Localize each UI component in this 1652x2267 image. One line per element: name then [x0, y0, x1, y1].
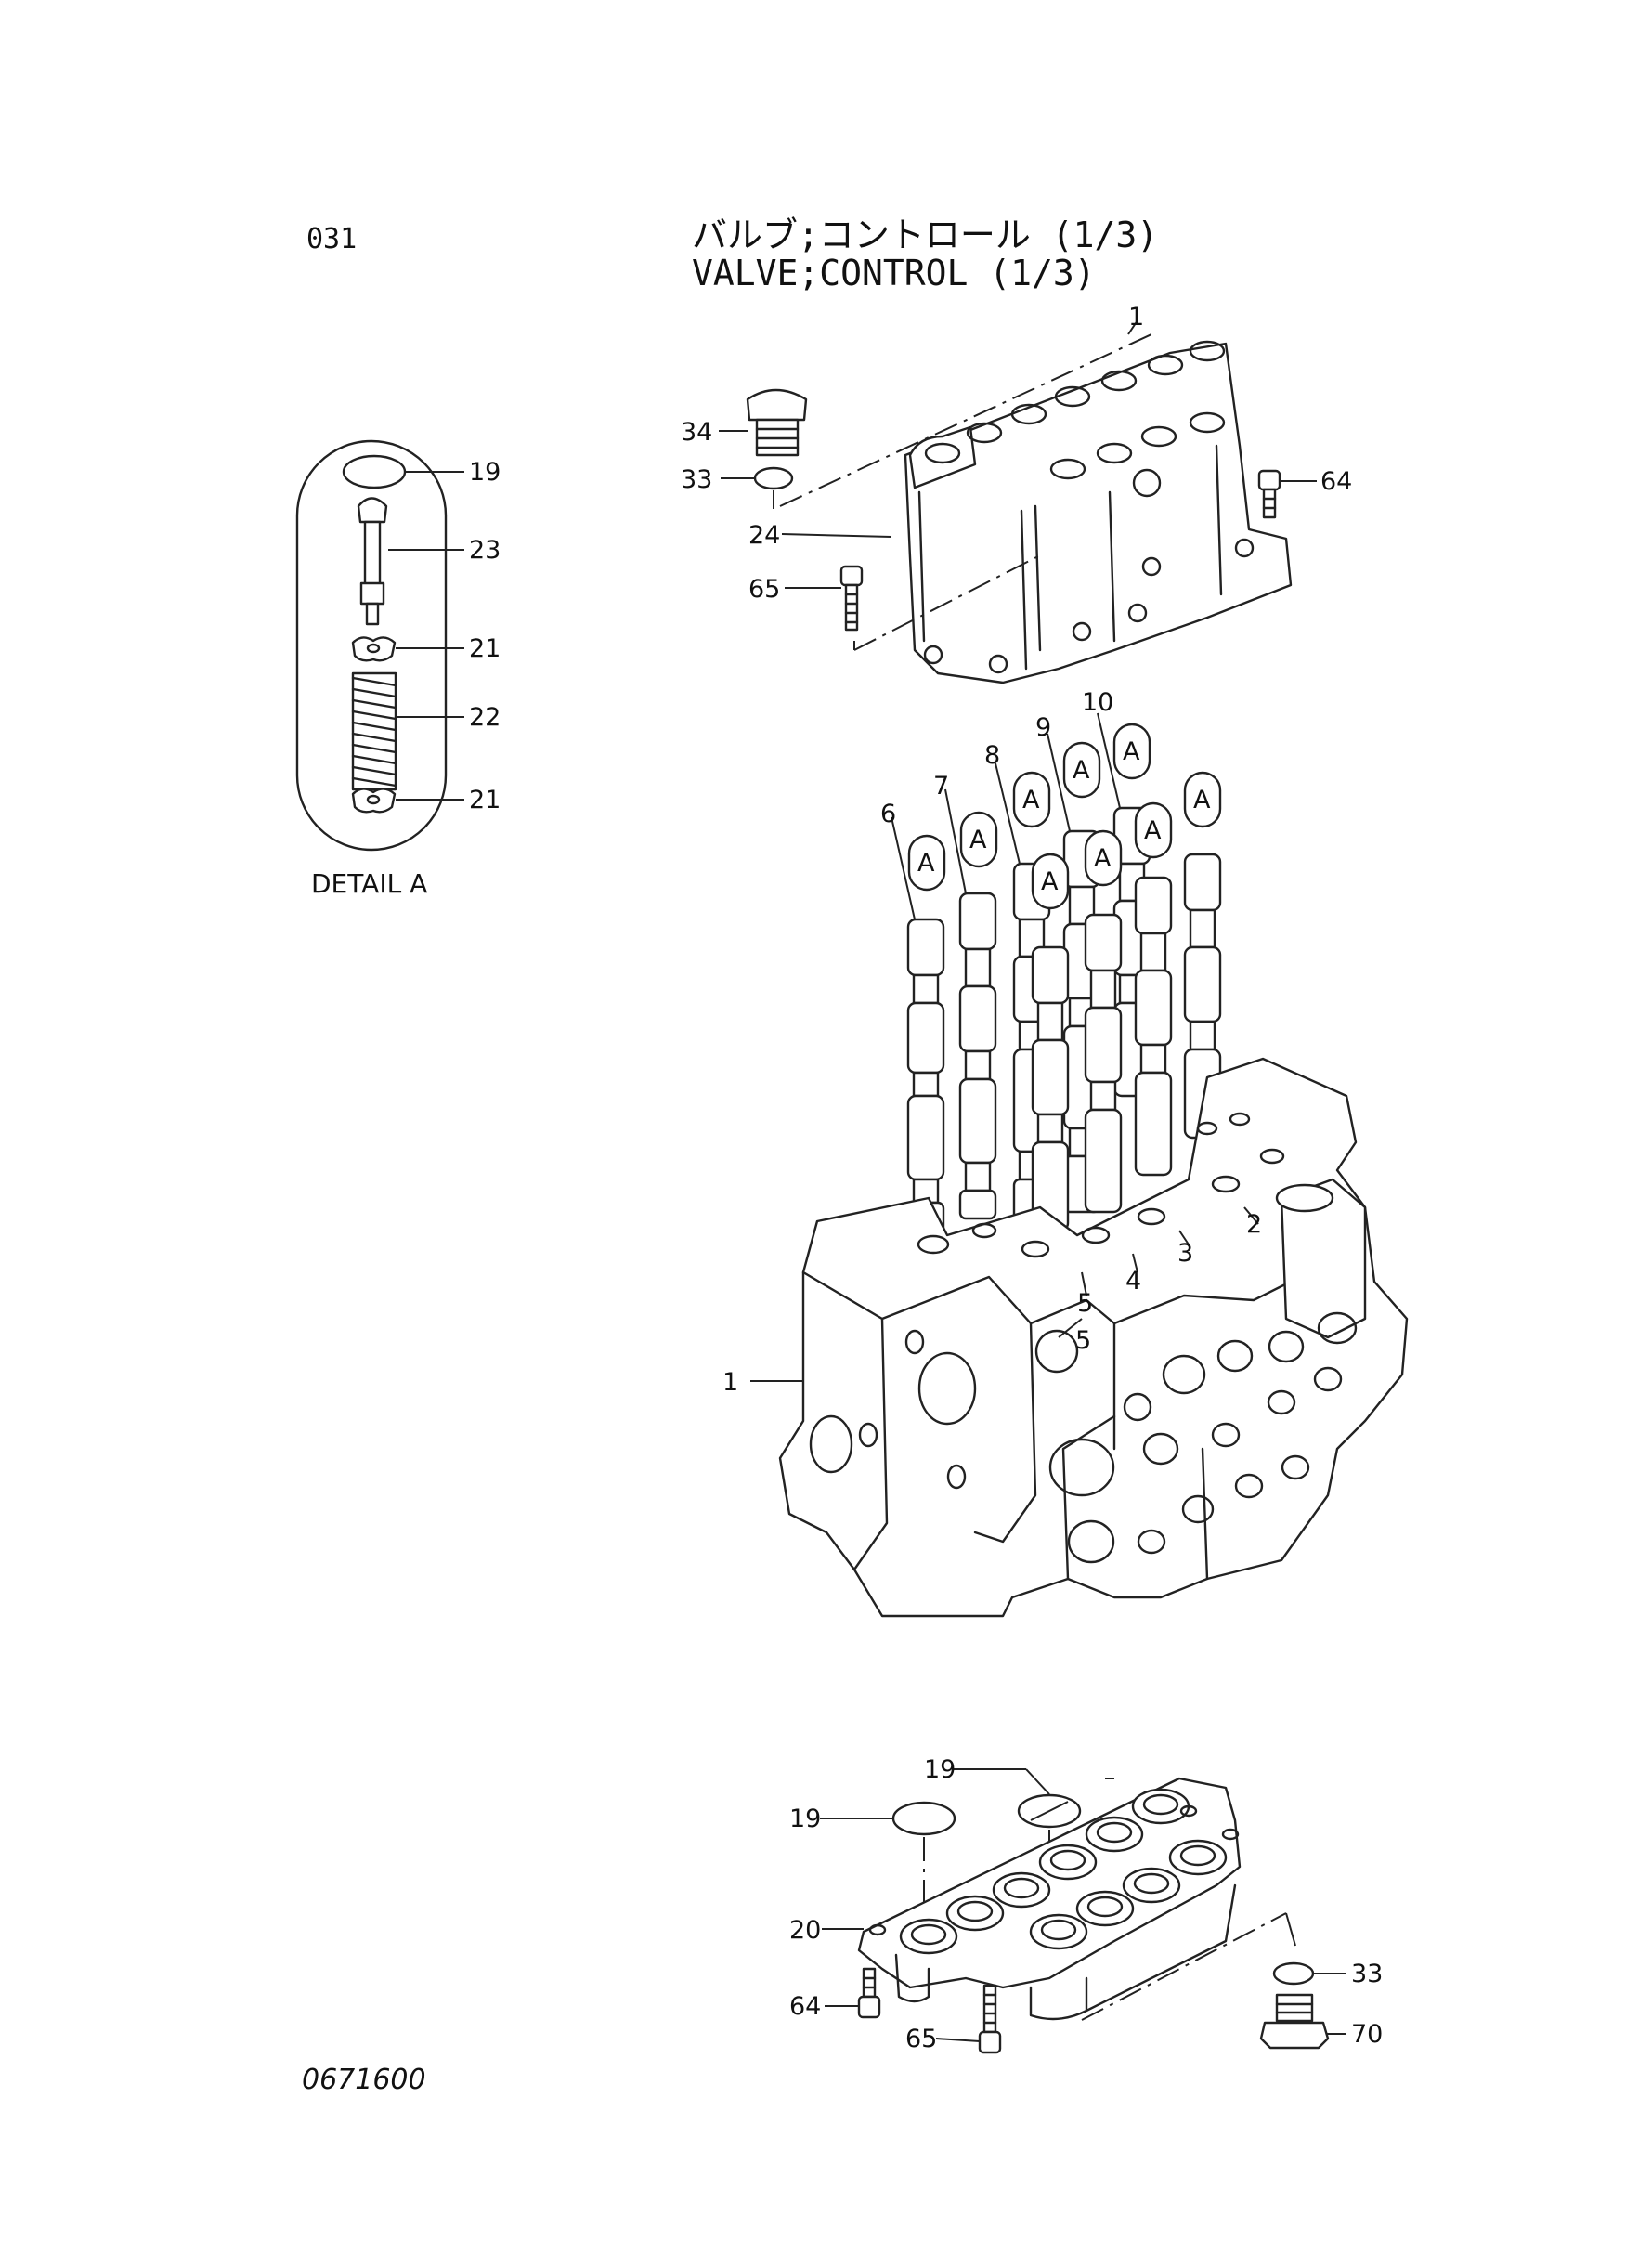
spool-6 — [906, 918, 945, 1242]
callout-33-top: 33 — [681, 465, 712, 494]
callout-70: 70 — [1351, 2020, 1383, 2049]
callout-body-3: 3 — [1177, 1239, 1193, 1268]
valve-body-1 — [778, 1057, 1409, 1618]
cover-24-body — [904, 342, 1293, 684]
spool-front-5 — [1031, 945, 1070, 1232]
callout-65-top: 65 — [748, 575, 780, 604]
callout-64-top: 64 — [1320, 467, 1352, 496]
oring-33-bottom — [1272, 1961, 1315, 1986]
callout-spool-7: 7 — [933, 772, 949, 801]
spool-front-4 — [1084, 913, 1123, 1214]
callout-body-1: 1 — [722, 1368, 738, 1397]
callout-detail-23: 23 — [469, 536, 501, 565]
detail-a-group: 19 23 21 22 21 — [295, 439, 501, 852]
balloon-a-8: A — [1144, 816, 1162, 845]
callout-19-left: 19 — [789, 1804, 821, 1833]
balloon-a-7: A — [1094, 844, 1112, 873]
plug-34 — [746, 388, 808, 457]
bottom-cover-group: 19 19 20 64 65 33 70 — [789, 1755, 1383, 2054]
detail-pin-23 — [357, 497, 388, 626]
valve-body-group: 1 2 3 4 5 5 — [722, 1057, 1409, 1618]
callout-body-2: 2 — [1246, 1210, 1262, 1239]
callout-34: 34 — [681, 418, 712, 447]
title-japanese: バルブ;コントロール (1/3) — [692, 215, 1159, 255]
detail-ref-balloons: A A A A A A A A A — [907, 723, 1222, 910]
callout-body-5a: 5 — [1077, 1289, 1093, 1318]
callout-24: 24 — [748, 521, 780, 550]
balloon-a-2: A — [969, 826, 987, 854]
drawing-number: 0671600 — [302, 2064, 426, 2096]
bolt-65-top — [839, 565, 864, 632]
callout-65-bottom: 65 — [905, 2025, 937, 2053]
callout-19-top-right: 19 — [924, 1755, 956, 1784]
detail-a-outline — [295, 439, 448, 852]
callout-body-4: 4 — [1125, 1267, 1141, 1296]
balloon-a-6: A — [1041, 867, 1059, 896]
spools-group: A A A A A A A A A 6 7 8 9 10 — [880, 688, 1222, 1242]
callout-spool-8: 8 — [984, 741, 1000, 770]
valve-body-top-holes — [917, 1112, 1285, 1258]
oring-33-top — [753, 466, 794, 490]
balloon-a-4: A — [1073, 756, 1090, 785]
cover-20-sockets — [868, 1788, 1240, 1955]
detail-seat-21-bottom — [351, 788, 397, 814]
balloon-a-9: A — [1193, 786, 1211, 814]
detail-seat-21-top — [351, 636, 397, 662]
callout-spool-6: 6 — [880, 800, 896, 828]
bolt-65-bottom — [978, 1984, 1002, 2054]
callout-detail-19: 19 — [469, 458, 501, 487]
detail-oring-19 — [342, 454, 407, 489]
callout-cover-1: 1 — [1128, 303, 1144, 332]
detail-a-label: DETAIL A — [311, 868, 428, 899]
bolt-64-top — [1257, 469, 1281, 519]
cover-24-ports — [908, 340, 1255, 674]
balloon-a-3: A — [1022, 786, 1040, 814]
spool-7 — [958, 892, 997, 1220]
detail-spring-22 — [351, 671, 397, 791]
spool-front-3 — [1134, 876, 1173, 1177]
callout-body-5b: 5 — [1075, 1326, 1091, 1355]
title-english: VALVE;CONTROL (1/3) — [692, 253, 1096, 293]
plug-70 — [1259, 1993, 1330, 2050]
callout-spool-9: 9 — [1035, 713, 1051, 742]
bolt-64-bottom — [857, 1967, 881, 2019]
callout-33-bottom: 33 — [1351, 1960, 1383, 1988]
callout-detail-21-top: 21 — [469, 634, 501, 663]
valve-body-ports — [809, 1311, 1358, 1564]
oring-19-right — [1017, 1793, 1082, 1829]
callout-detail-21-bottom: 21 — [469, 786, 501, 814]
top-cover-group: 1 34 33 24 65 64 — [681, 303, 1352, 684]
balloon-a-1: A — [917, 849, 935, 878]
callout-detail-22: 22 — [469, 703, 501, 732]
callout-20: 20 — [789, 1916, 821, 1945]
oring-19-left — [891, 1801, 956, 1836]
callout-64-bottom: 64 — [789, 1992, 821, 2021]
balloon-a-5: A — [1123, 737, 1140, 766]
page-number: 031 — [306, 223, 358, 255]
callout-spool-10: 10 — [1082, 688, 1113, 717]
